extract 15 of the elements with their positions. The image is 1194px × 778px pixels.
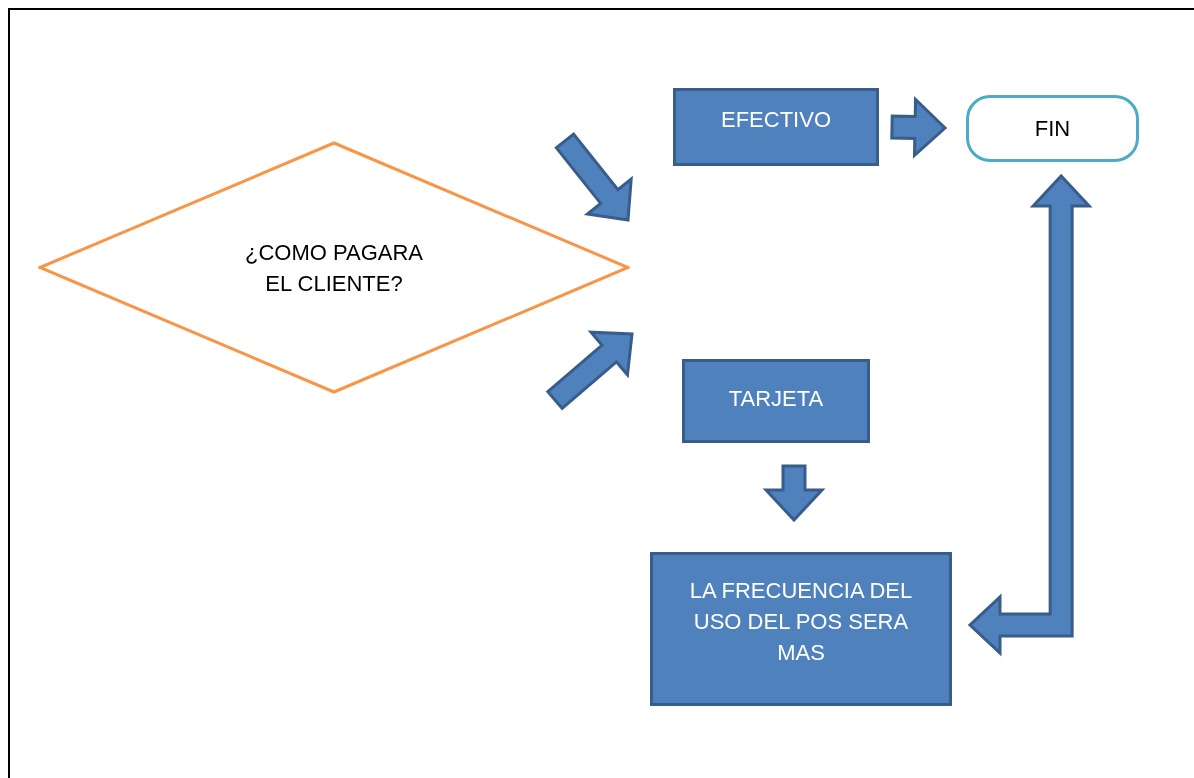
node-label: TARJETA xyxy=(728,384,824,413)
block-arrow xyxy=(554,132,633,222)
node-label: ¿COMO PAGARA EL CLIENTE? xyxy=(243,238,425,298)
block-arrow xyxy=(762,464,826,523)
process-box xyxy=(673,88,879,166)
decision-diamond xyxy=(38,141,630,394)
node-label: LA FRECUENCIA DEL USO DEL POS SERA MAS xyxy=(688,576,914,667)
block-arrow xyxy=(545,330,634,411)
process-box xyxy=(682,359,870,443)
process-box xyxy=(650,552,952,706)
node-label: FIN xyxy=(1034,115,1071,143)
block-arrow xyxy=(967,173,1093,657)
node-label: EFECTIVO xyxy=(721,105,831,134)
block-arrow xyxy=(890,95,948,159)
terminal-box xyxy=(966,95,1139,162)
